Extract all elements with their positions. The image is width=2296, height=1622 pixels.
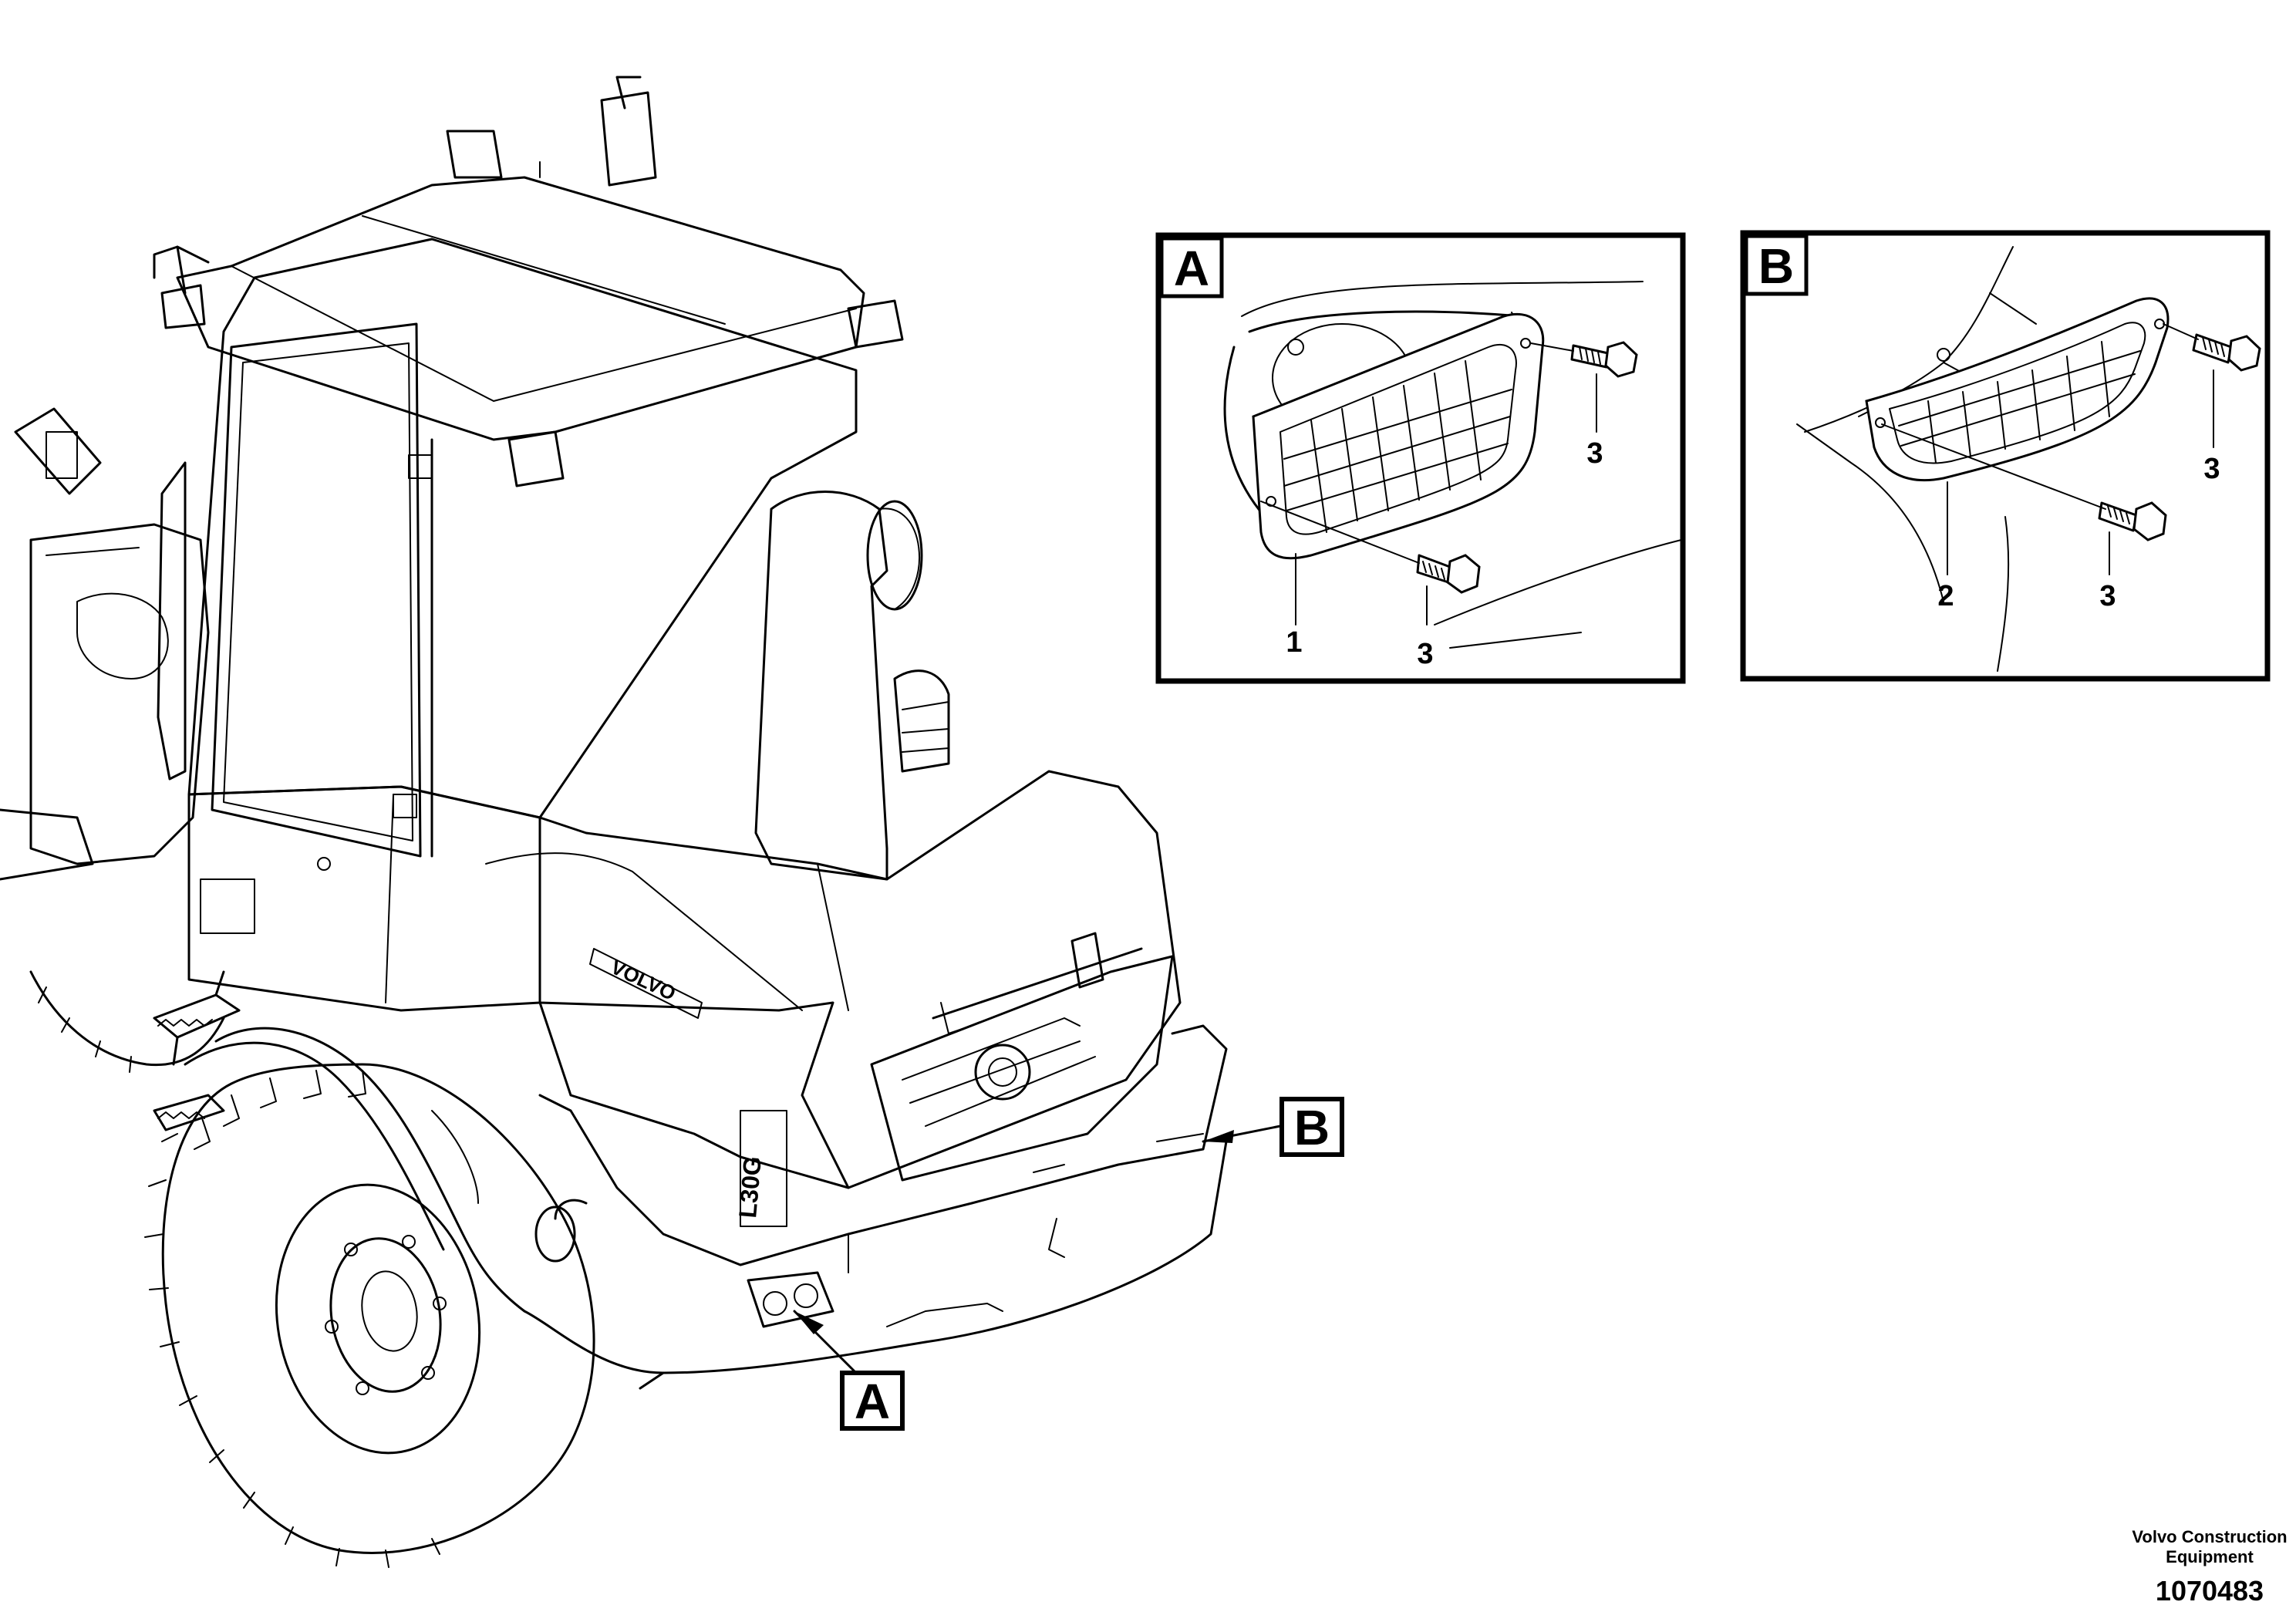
detail-a-panel: A [1155,232,1686,684]
company-name-line1: Volvo Construction [2132,1527,2287,1546]
detail-a-part-3-upper-label: 3 [1586,437,1603,470]
model-badge-text: L30G [733,1155,767,1219]
bolt-part-3-upper [1530,341,1638,378]
drawing-number: 1070483 [2156,1575,2264,1607]
rear-light-left [747,1271,834,1328]
detail-a-part-3-lower-label: 3 [1417,638,1433,670]
detail-a-part-1-label: 1 [1286,626,1302,659]
bolt-part-3-b-lower [1881,423,2167,541]
grille-part-1 [1252,312,1545,560]
grille-part-2 [1865,297,2170,482]
callout-b-label: B [1294,1100,1330,1155]
exhaust-stack [754,491,950,881]
operator-cab [153,76,904,858]
detail-b-part-3-upper-label: 3 [2203,453,2220,485]
model-badge: L30G [733,1110,787,1227]
detail-b-panel: B [1740,230,2271,682]
bolt-part-3-b-upper [2163,323,2261,372]
detail-a-title: A [1174,241,1209,296]
callout-a-label: A [855,1374,890,1429]
drawing-footer: Volvo Construction Equipment 1070483 [2132,1527,2287,1607]
callout-b: B [1279,1097,1344,1157]
detail-b-part-2-label: 2 [1937,580,1954,612]
engine-hood: VOLVO L30G [485,770,1182,1227]
company-name-line2: Equipment [2166,1547,2254,1566]
rear-tire [144,1063,595,1568]
wheel-loader-drawing: VOLVO L30G [0,76,1282,1568]
callout-a: A [840,1371,905,1431]
brand-badge-text: VOLVO [607,955,679,1005]
bolt-part-3-lower [1260,501,1481,594]
detail-b-title: B [1758,238,1794,294]
detail-b-part-3-lower-label: 3 [2099,580,2116,612]
